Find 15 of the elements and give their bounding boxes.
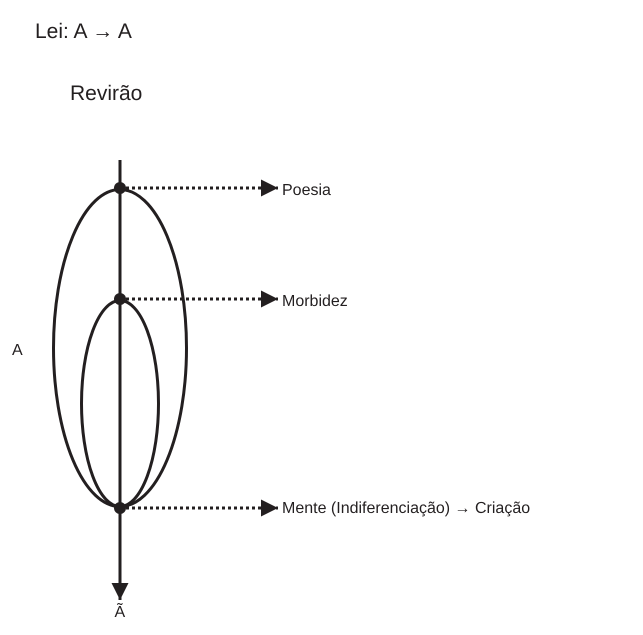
output-label: Morbidez	[282, 293, 348, 312]
title-text: Lei: A → A	[35, 20, 132, 44]
ellipse-outline	[52, 188, 188, 508]
heading-label: Revirão	[70, 82, 142, 106]
junction-dot	[114, 502, 126, 514]
axis-arrow	[112, 160, 128, 600]
dotted-arrow	[126, 500, 278, 516]
axis-end-label: Ã	[114, 604, 126, 622]
junction-dot	[114, 293, 126, 305]
output-label: Mente (Indiferenciação) → Criação	[282, 500, 530, 518]
output-label: Poesia	[282, 182, 331, 200]
dotted-arrow	[126, 290, 278, 308]
dotted-arrow	[126, 180, 278, 196]
junction-dot	[114, 182, 126, 194]
side-label: A	[12, 342, 23, 360]
